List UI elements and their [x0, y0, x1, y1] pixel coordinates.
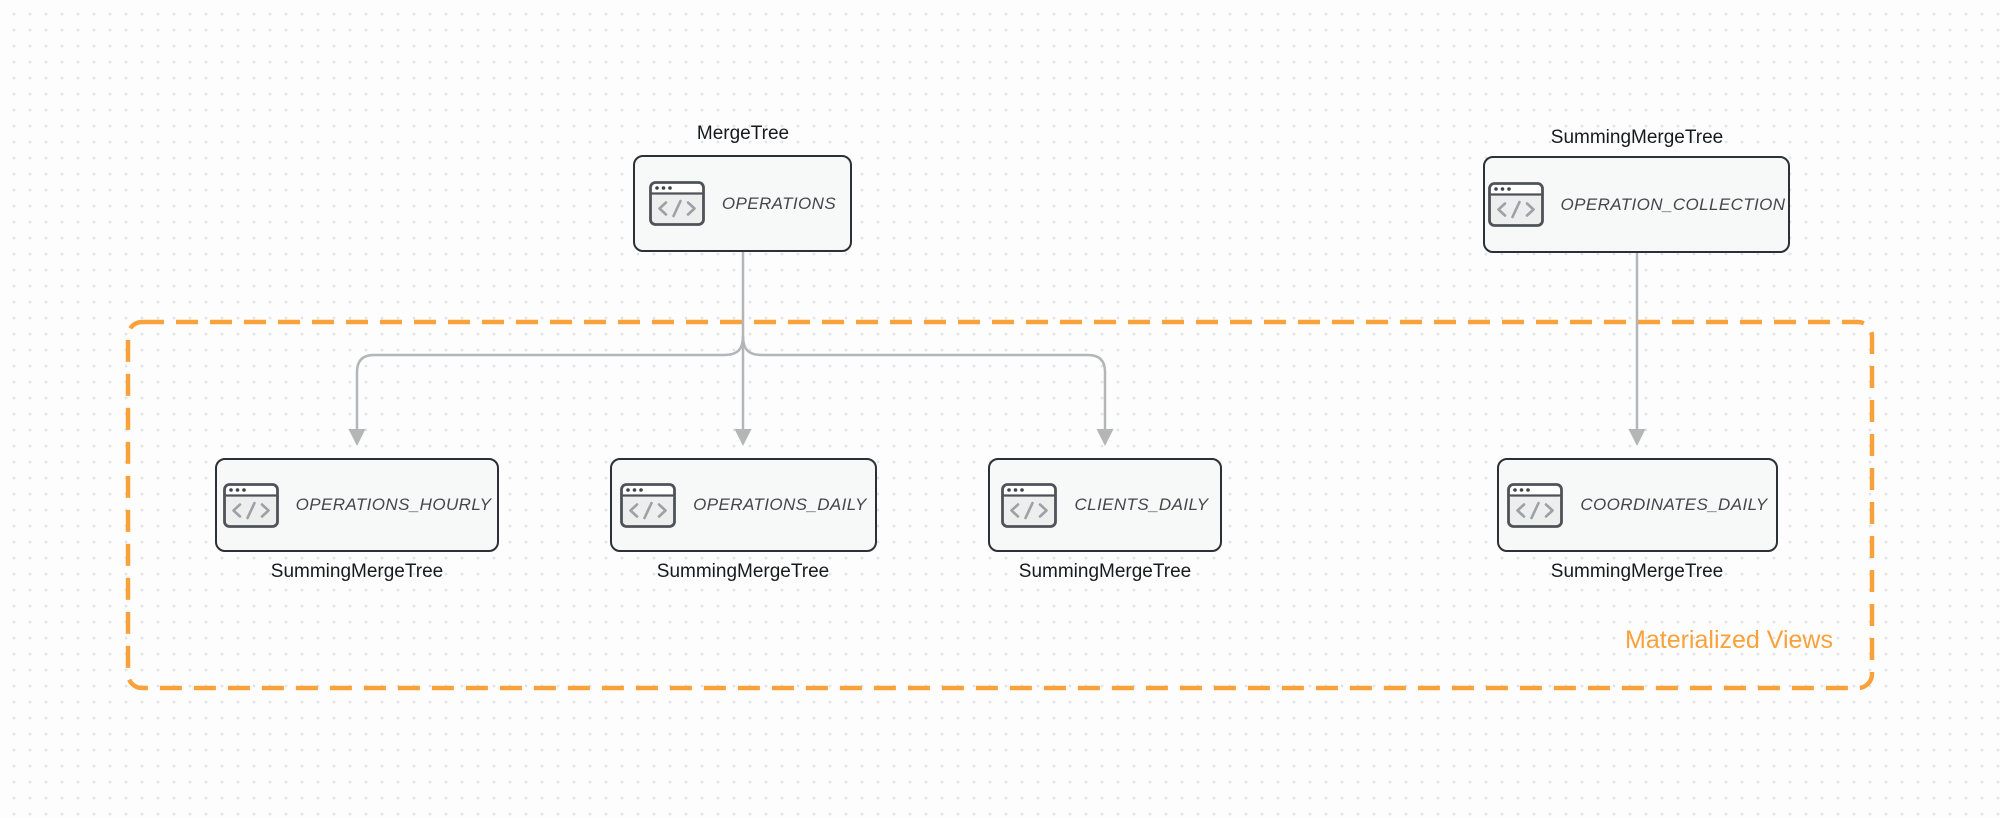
arrowhead-icon [734, 429, 752, 446]
node-title: OPERATION_COLLECTION [1560, 194, 1786, 214]
engine-label-clients: SummingMergeTree [1018, 561, 1192, 582]
arrowhead-icon [1628, 429, 1646, 446]
edge-arrowheads [348, 429, 1646, 446]
engine-label-hourly: SummingMergeTree [270, 561, 444, 582]
code-window-icon [620, 482, 677, 528]
node-title: COORDINATES_DAILY [1580, 495, 1768, 514]
node-coordinates-daily[interactable]: COORDINATES_DAILY [1497, 458, 1778, 552]
engine-label-daily: SummingMergeTree [656, 561, 830, 582]
engine-label-mergetree: MergeTree [696, 123, 790, 144]
arrowhead-icon [1096, 429, 1114, 446]
code-window-icon [222, 482, 279, 528]
code-window-icon [1001, 482, 1058, 528]
node-operations-hourly[interactable]: OPERATIONS_HOURLY [215, 458, 499, 552]
code-window-icon [1487, 182, 1544, 227]
node-operations-daily[interactable]: OPERATIONS_DAILY [610, 458, 877, 552]
node-title: CLIENTS_DAILY [1074, 495, 1209, 514]
node-title: OPERATIONS_HOURLY [295, 495, 492, 514]
code-window-icon [1507, 482, 1564, 528]
node-operations[interactable]: OPERATIONS [633, 155, 852, 252]
engine-label-summingmergetree-top: SummingMergeTree [1550, 127, 1724, 148]
node-title: OPERATIONS_DAILY [693, 495, 867, 514]
arrowhead-icon [348, 429, 366, 446]
edge-lines [355, 252, 1639, 431]
engine-label-coordinates: SummingMergeTree [1550, 561, 1724, 582]
edge-operations-hourly [355, 335, 745, 431]
node-clients-daily[interactable]: CLIENTS_DAILY [988, 458, 1222, 552]
node-operation-collection[interactable]: OPERATION_COLLECTION [1483, 156, 1790, 253]
materialized-views-label: Materialized Views [1625, 626, 1833, 654]
edge-operations-clients [741, 335, 1107, 431]
code-window-icon [648, 181, 705, 226]
node-title: OPERATIONS [721, 193, 837, 213]
